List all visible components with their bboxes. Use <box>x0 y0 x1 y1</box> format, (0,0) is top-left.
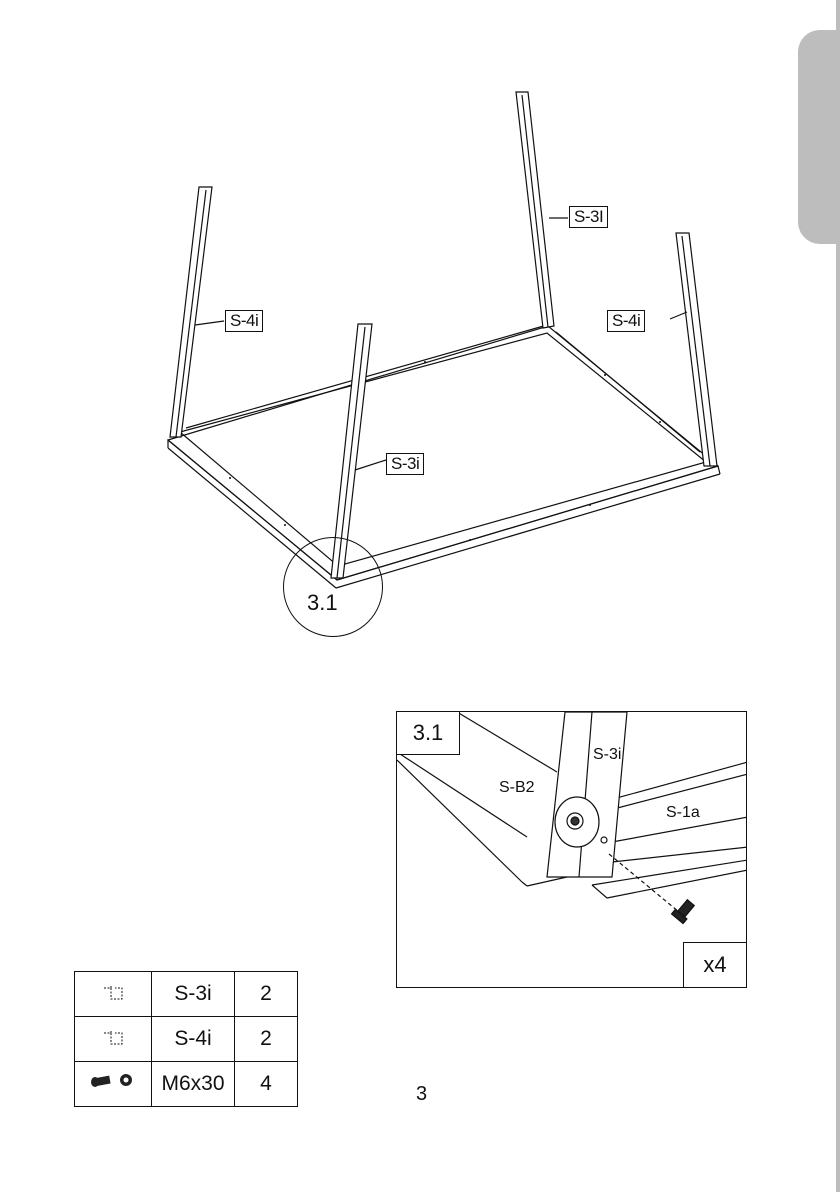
part-qty: 2 <box>235 1017 298 1062</box>
callout-s4i-left: S-4i <box>225 310 263 332</box>
detail-label-s3i: S-3i <box>593 746 621 764</box>
zoom-label: 3.1 <box>307 590 338 616</box>
bracket-icon <box>75 1017 152 1062</box>
parts-table: S-3i 2 S-4i 2 M6x30 4 <box>74 971 298 1107</box>
table-row: S-4i 2 <box>75 1017 298 1062</box>
frame-assembly-drawing <box>0 0 840 700</box>
part-name: S-4i <box>152 1017 235 1062</box>
callout-s3i-back: S-3I <box>569 206 608 228</box>
quantity-tag: x4 <box>683 942 747 988</box>
table-row: M6x30 4 <box>75 1062 298 1107</box>
detail-label-s1a: S-1a <box>666 804 700 822</box>
detail-zoom-circle <box>283 537 383 637</box>
bolt-nut-icon <box>75 1062 152 1107</box>
callout-s4i-right: S-4i <box>607 310 645 332</box>
part-name: S-3i <box>152 972 235 1017</box>
detail-label-sb2: S-B2 <box>499 779 535 797</box>
part-name: M6x30 <box>152 1062 235 1107</box>
table-row: S-3i 2 <box>75 972 298 1017</box>
callout-s3i-front: S-3i <box>386 453 424 475</box>
part-qty: 4 <box>235 1062 298 1107</box>
part-qty: 2 <box>235 972 298 1017</box>
detail-view: 3.1 S-3i S-B2 S-1a x4 <box>396 711 747 988</box>
bracket-icon <box>75 972 152 1017</box>
detail-tag: 3.1 <box>396 711 460 755</box>
page-number: 3 <box>416 1083 427 1106</box>
